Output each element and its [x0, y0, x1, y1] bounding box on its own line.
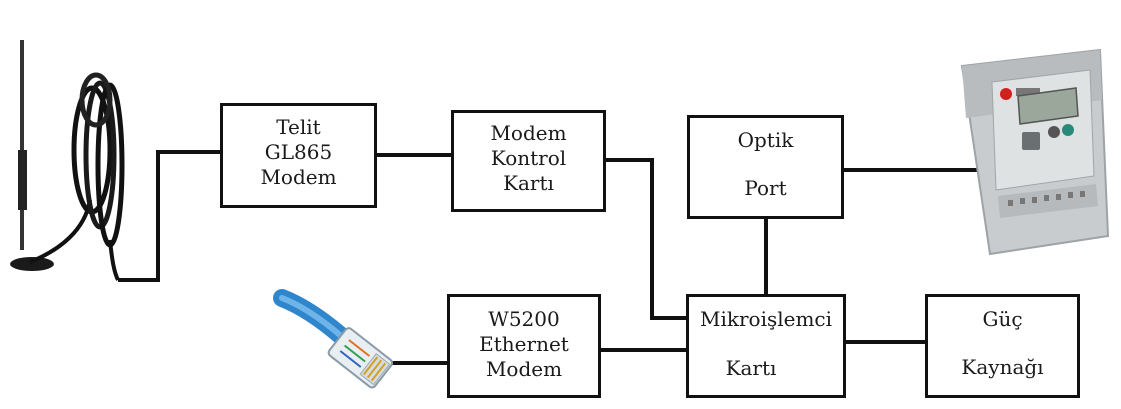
w5200-label-line-2: Ethernet: [479, 332, 569, 356]
modem-control-label-line-1: Modem: [490, 121, 567, 145]
ethernet-cable-icon: [273, 289, 394, 389]
gsm-antenna-icon: [10, 40, 125, 281]
power-supply-label-line-1: Güç: [982, 307, 1023, 331]
electricity-meter-icon: [960, 48, 1110, 256]
modem-control-card-block: Modem Kontrol Kartı: [451, 110, 606, 212]
modem-control-label-line-2: Kontrol: [490, 146, 567, 170]
telit-modem-label-line-1: Telit: [276, 115, 321, 139]
telit-modem-label-line-2: GL865: [264, 140, 333, 164]
microprocessor-label-line-2: Kartı: [725, 356, 777, 380]
telit-gl865-modem-block: Telit GL865 Modem: [220, 103, 377, 208]
connection-lines: [118, 150, 978, 365]
w5200-ethernet-modem-block: W5200 Ethernet Modem: [447, 294, 601, 398]
optical-port-label-line-1: Optik: [737, 128, 794, 152]
microprocessor-label-line-1: Mikroişlemci: [699, 307, 833, 331]
optical-port-block: Optik Port: [687, 115, 844, 219]
antenna-to-telit-line: [118, 150, 220, 282]
modem-control-to-microprocessor-line: [606, 158, 686, 320]
modem-control-label-line-3: Kartı: [503, 171, 554, 195]
optical-port-label-line-2: Port: [744, 176, 787, 200]
telit-modem-label-line-3: Modem: [260, 165, 337, 189]
microprocessor-card-block: Mikroişlemci Kartı: [686, 294, 846, 398]
w5200-label-line-1: W5200: [488, 307, 560, 331]
power-supply-label-line-2: Kaynağı: [961, 355, 1044, 379]
power-supply-block: Güç Kaynağı: [925, 294, 1080, 398]
w5200-label-line-3: Modem: [485, 357, 563, 381]
